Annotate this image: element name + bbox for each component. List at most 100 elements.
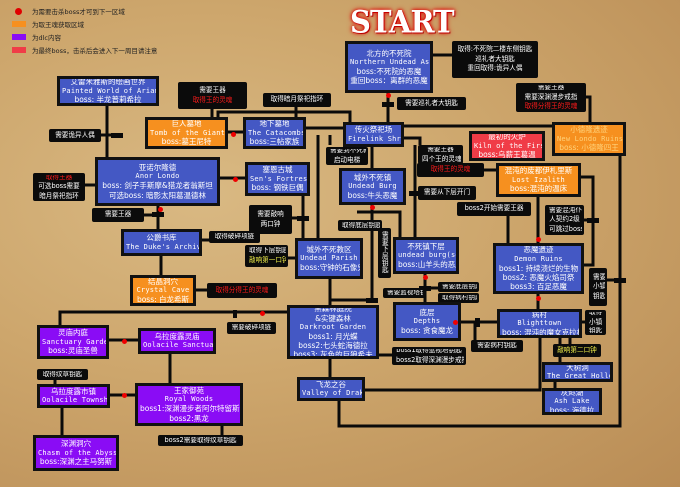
area-name: 巨人墓地 xyxy=(171,119,202,129)
area-name: 城外不死镇 xyxy=(353,172,392,182)
area-name: 城外不死教区 xyxy=(306,244,352,254)
legend-item: 为最终boss，击杀后会进入下一周目请注意 xyxy=(12,45,157,55)
note-bell1-note: 取得下层钥匙敲响第一口钟 xyxy=(245,245,288,267)
node-text: boss1:深渊漫步者阿尔特留斯 xyxy=(140,404,240,414)
node-text: boss1: 月光蝶 xyxy=(308,331,358,341)
legend-label: 为dlc内容 xyxy=(32,34,62,42)
node-text: 取得王的灵魂 xyxy=(430,165,471,174)
node-text: 需要底层钥匙 xyxy=(442,282,479,291)
node-text: 钥匙 xyxy=(593,291,607,300)
area-name: 混沌的废都伊札里斯 xyxy=(504,166,573,176)
boss-gate-dot-icon xyxy=(231,132,236,137)
area-name: 飞龙之谷 xyxy=(316,379,346,389)
node-text: boss:守钟的石像鬼 xyxy=(300,262,363,272)
area-english-name: Darkroot Garden xyxy=(299,322,367,331)
node-text: 敲响第一口钟 xyxy=(249,256,288,264)
boss-gate-dot-icon xyxy=(386,93,391,98)
node-text: 取得 xyxy=(589,310,603,317)
area-name: 大树洞 xyxy=(566,362,589,372)
area-name: 深渊洞穴 xyxy=(61,439,91,449)
node-text: boss: 剑子手斯摩&猎龙者翁斯坦 xyxy=(102,181,213,191)
note-bells-note: 需要敲响两口钟 xyxy=(249,205,292,234)
note-kiln-note: 需要王器四个王的灵魂 xyxy=(418,145,463,164)
node-text: boss2:黑龙 xyxy=(169,413,209,423)
note-bell2-note: 敲响第二口钟 xyxy=(553,344,601,357)
node-text: 需要王器 xyxy=(199,85,226,94)
node-text: boss:牛头恶魔 xyxy=(347,190,398,200)
node-text: &实键森林 xyxy=(315,313,351,323)
node-text: boss:深渊之主马努斯 xyxy=(39,457,113,467)
boss-gate-dot-icon xyxy=(122,339,127,344)
node-text: boss:山羊头的恶魔 xyxy=(398,259,459,269)
area-english-name: Sen's Fortress xyxy=(250,174,310,183)
node-text: 需要深渊漫步戒指 xyxy=(524,92,578,101)
node-text: 可选boss: 暗影太阳葛温德林 xyxy=(108,190,207,200)
area-english-name: Depths xyxy=(413,317,441,326)
area-name: 亚诺尔隆德 xyxy=(138,163,177,173)
node-text: boss2: 恶魔火焰司祭 xyxy=(502,272,575,282)
area-name: 恶魔遗迹 xyxy=(523,245,554,255)
note-need-pendant-note: 需要破碎项链 xyxy=(227,322,276,334)
area-english-name: Royal Woods xyxy=(164,395,214,404)
area-english-name: Oolacile Township xyxy=(42,396,110,405)
node-text: 取得底层钥匙 xyxy=(342,220,382,229)
area-name: 不死镇下层 xyxy=(407,241,445,251)
node-text: 需要蓝视塔钥匙 xyxy=(387,288,423,297)
node-text: boss: 混沌的魔女克拉格 xyxy=(502,327,582,337)
area-english-name: Undead Burg xyxy=(348,182,397,191)
color-swatch xyxy=(12,21,26,27)
boss-gate-dot-icon xyxy=(453,320,458,325)
node-text: boss2取得深渊漫步戒指 xyxy=(396,356,466,364)
node-text: 取得破碎项链 xyxy=(214,232,255,241)
node-text: 巡礼者大钥匙 xyxy=(475,54,515,63)
legend-item: 为取王魂获取区域 xyxy=(12,19,84,29)
node-text: boss:墓王尼特 xyxy=(161,137,212,147)
node-text: boss:灵庙圣兽 xyxy=(48,346,98,356)
node-text: 需要敲响 xyxy=(257,209,284,218)
area-name: 乌拉度露灵庙 xyxy=(154,331,200,341)
area-english-name: The Catacombs xyxy=(248,128,306,137)
node-text: 需要王器 xyxy=(537,83,565,92)
node-text: 暗月祭祀指环 xyxy=(39,191,79,200)
node-text: boss1取得蓝视塔钥匙 xyxy=(396,347,462,355)
node-text: 启动电梯 xyxy=(333,156,361,164)
node-text: 需要 xyxy=(593,272,607,281)
node-text: boss: 钢铁巨偶 xyxy=(251,183,304,193)
node-text: 小镇 xyxy=(589,317,603,326)
node-text: 敲响第二口钟 xyxy=(557,345,597,354)
area-name: 艾雷米雅斯的绘画世界 xyxy=(70,77,146,87)
boss-gate-dot-icon xyxy=(158,207,163,212)
color-swatch xyxy=(12,47,26,53)
area-english-name: Anor Londo xyxy=(135,172,180,181)
note-doll-note: 需要诡异人偶 xyxy=(49,129,101,142)
node-text: boss: 半龙普莉希拉 xyxy=(74,95,142,105)
red-dot-icon xyxy=(15,7,22,15)
